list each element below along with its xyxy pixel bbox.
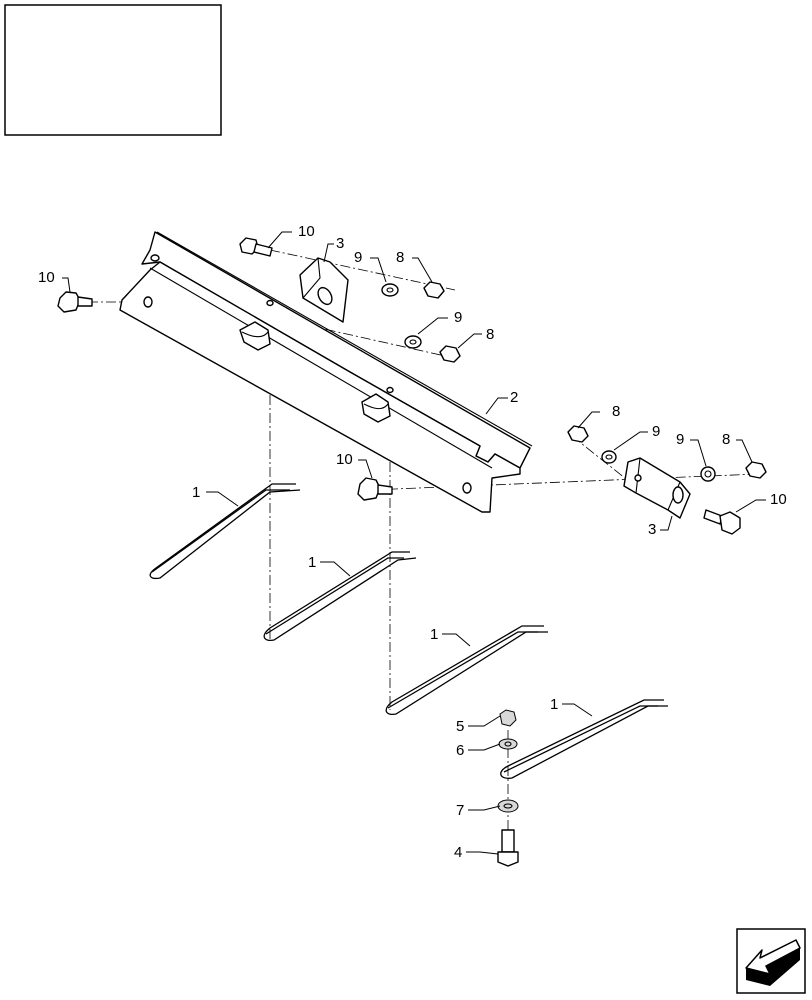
bolt-10-middle (357, 477, 393, 501)
rod-spring-1 (149, 483, 301, 580)
callouts: 10 3 9 8 10 9 8 2 8 9 9 8 10 10 3 1 1 1 … (38, 223, 787, 861)
arrow-bottom-left-icon[interactable] (736, 928, 806, 994)
callout-1-fourth: 1 (550, 696, 558, 713)
callout-7: 7 (456, 802, 464, 819)
rod-spring-2 (263, 551, 417, 642)
angle-rail (119, 231, 533, 513)
callout-4: 4 (454, 844, 462, 861)
title-box (4, 4, 222, 136)
washer-7 (497, 799, 519, 813)
rod-spring-4 (500, 699, 668, 779)
callout-8-far-right: 8 (722, 431, 730, 448)
bracket-right (623, 457, 691, 519)
callout-10-left: 10 (38, 269, 55, 286)
bracket-top (299, 257, 349, 323)
bolt-4 (497, 829, 519, 867)
callout-2: 2 (510, 389, 518, 406)
bolt-10-left (57, 291, 93, 313)
nut-5 (499, 709, 517, 727)
washers (381, 283, 716, 482)
callout-10-right: 10 (770, 491, 787, 508)
callout-6: 6 (456, 742, 464, 759)
callout-9-right: 9 (652, 423, 660, 440)
nuts (423, 281, 767, 479)
callout-1-first: 1 (192, 484, 200, 501)
leader-lines (62, 231, 766, 855)
washer-6 (498, 738, 518, 750)
rod-spring-3 (385, 625, 548, 716)
callout-9-far-right: 9 (676, 431, 684, 448)
callout-10-top: 10 (298, 223, 315, 240)
callout-10-middle: 10 (336, 451, 353, 468)
callout-8-top: 8 (396, 249, 404, 266)
callout-8-right: 8 (612, 403, 620, 420)
bolt-10-top (239, 237, 273, 257)
callout-1-third: 1 (430, 626, 438, 643)
callout-3-right: 3 (648, 521, 656, 538)
callout-3-top: 3 (336, 235, 344, 252)
callout-1-second: 1 (308, 554, 316, 571)
callout-9-mid: 9 (454, 309, 462, 326)
callout-8-mid: 8 (486, 326, 494, 343)
callout-5: 5 (456, 718, 464, 735)
bolt-10-right (703, 509, 741, 535)
callout-9-top: 9 (354, 249, 362, 266)
